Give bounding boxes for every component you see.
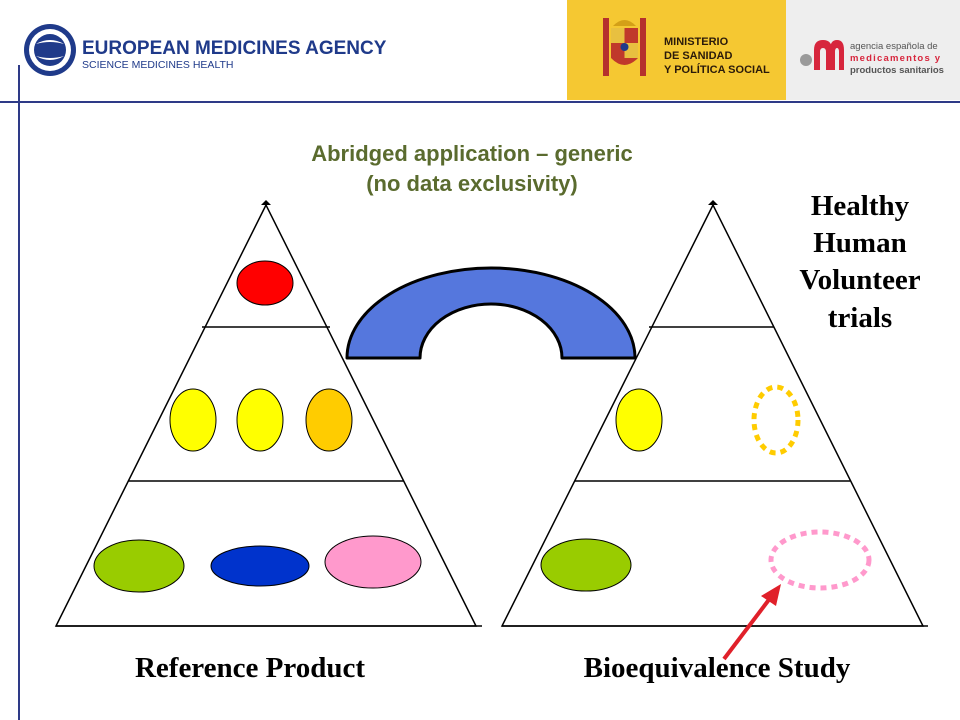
yellow-ellipse-2 <box>236 388 284 452</box>
label-line-3: Volunteer <box>799 264 920 296</box>
left-apex-marker <box>261 200 271 205</box>
aemps-line-3: productos sanitarios <box>850 65 944 76</box>
ema-tagline: SCIENCE MEDICINES HEALTH <box>82 59 234 71</box>
ministry-line-1: MINISTERIO <box>664 36 729 48</box>
reference-product-pyramid <box>54 200 482 627</box>
red-arrow <box>722 584 781 661</box>
bridge-arch <box>345 266 637 360</box>
caption-reference-product: Reference Product <box>135 652 365 684</box>
bio-green-ellipse <box>540 538 632 592</box>
slide-title-line-1: Abridged application – generic <box>311 141 633 166</box>
yellow-ellipse-1 <box>169 388 217 452</box>
bio-yellow-ellipse <box>615 388 663 452</box>
label-line-2: Human <box>813 227 906 259</box>
ministry-logo: MINISTERIO DE SANIDAD Y POLÍTICA SOCIAL <box>567 0 786 100</box>
bio-dotted-yellow-ellipse <box>751 384 801 456</box>
label-line-1: Healthy <box>811 190 910 222</box>
aemps-line-1: agencia española de <box>850 41 938 52</box>
arrow-head-icon <box>761 584 781 606</box>
ministry-line-2: DE SANIDAD <box>664 50 733 62</box>
red-ellipse <box>236 260 294 306</box>
ema-logo: EUROPEAN MEDICINES AGENCY SCIENCE MEDICI… <box>24 24 387 76</box>
caption-bioequivalence-study: Bioequivalence Study <box>584 652 851 684</box>
blue-ellipse <box>210 545 310 587</box>
aemps-logo: agencia española de medicamentos y produ… <box>786 0 960 100</box>
bioequivalence-pyramid <box>500 200 928 627</box>
aemps-am-icon <box>800 40 844 70</box>
coat-of-arms-icon <box>603 18 646 76</box>
aemps-line-2: medicamentos y <box>850 53 941 64</box>
right-apex-marker <box>708 200 718 205</box>
pink-ellipse <box>324 535 422 589</box>
slide-title-line-2: (no data exclusivity) <box>366 171 578 196</box>
ema-name: EUROPEAN MEDICINES AGENCY <box>82 38 387 59</box>
green-ellipse <box>93 539 185 593</box>
ministry-line-3: Y POLÍTICA SOCIAL <box>664 63 770 76</box>
healthy-volunteer-label: Healthy Human Volunteer trials <box>799 190 920 334</box>
orange-yellow-ellipse <box>305 388 353 452</box>
label-line-4: trials <box>828 302 892 334</box>
bio-dotted-pink-ellipse <box>768 529 872 591</box>
